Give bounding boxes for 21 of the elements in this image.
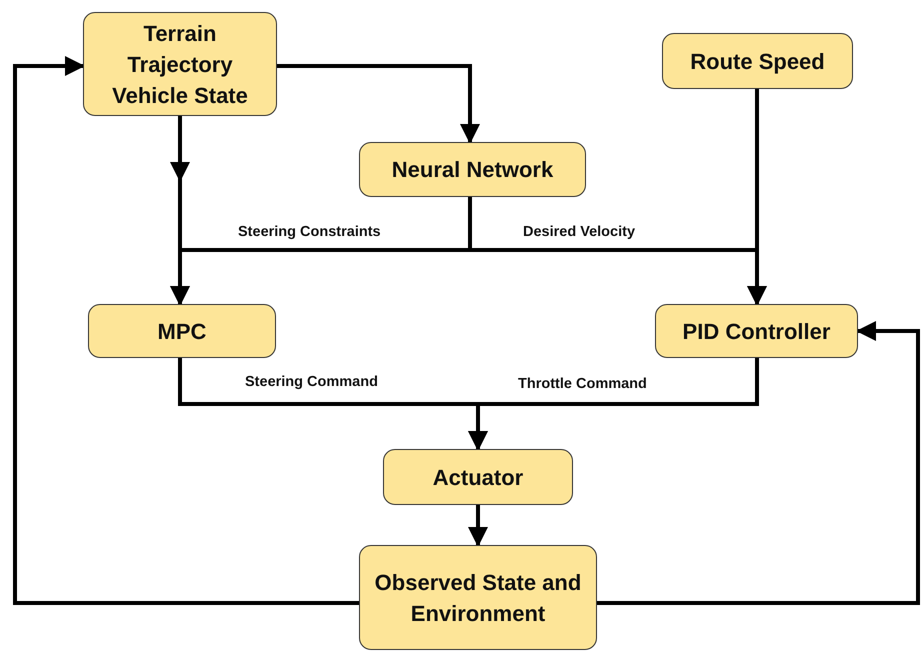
edge-label: Steering Constraints bbox=[236, 224, 383, 240]
arrow bbox=[13, 56, 359, 605]
process-box bbox=[359, 142, 586, 197]
box-label: Actuator bbox=[432, 464, 524, 492]
box-label: MPC bbox=[158, 318, 206, 346]
process-box bbox=[88, 304, 276, 358]
box-label: Observed State and Environment bbox=[374, 568, 582, 628]
arrow bbox=[597, 321, 920, 605]
process-box bbox=[359, 545, 597, 650]
process-box bbox=[383, 449, 573, 505]
box-label: PID Controller bbox=[682, 318, 830, 346]
process-box bbox=[655, 304, 858, 358]
process-box bbox=[83, 12, 277, 116]
arrow bbox=[277, 64, 480, 144]
process-box bbox=[662, 33, 853, 89]
box-label: Terrain Trajectory Vehicle State bbox=[111, 20, 249, 110]
box-label: Neural Network bbox=[392, 156, 554, 184]
box-label: Route Speed bbox=[690, 48, 825, 76]
edge-label: Steering Command bbox=[243, 374, 380, 390]
arrow bbox=[468, 505, 488, 547]
edge-label: Desired Velocity bbox=[521, 224, 638, 240]
